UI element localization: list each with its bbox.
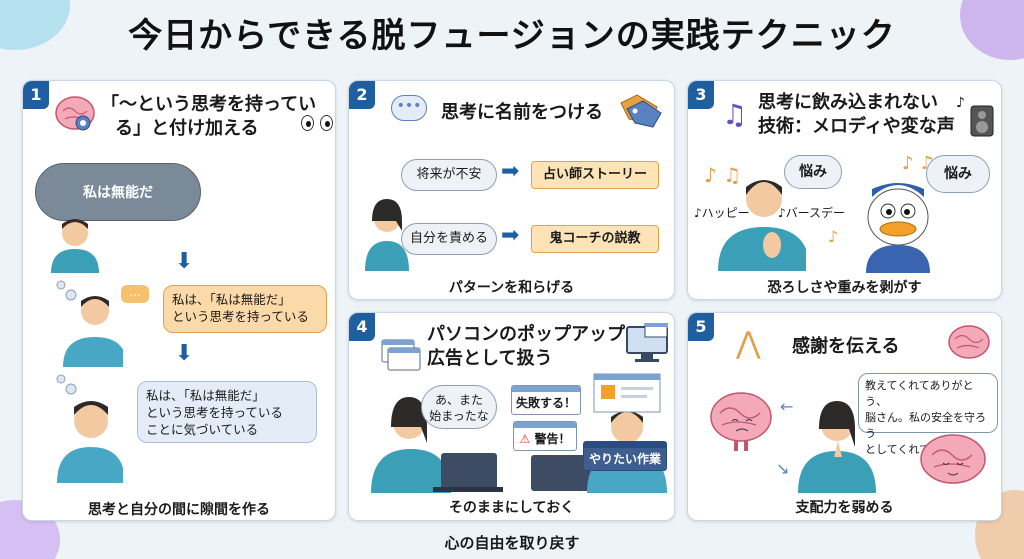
card-caption: パターンを和らげる <box>448 280 575 296</box>
bubble-text: 脳さん。私の安全を守ろう <box>865 411 986 440</box>
card-caption: 思考と自分の間に隙間を作る <box>88 502 270 518</box>
card-number: 5 <box>688 313 714 341</box>
right-arrow: ➡ <box>501 223 520 248</box>
cycle-arrow: ← <box>780 397 794 416</box>
window-icon <box>381 339 421 371</box>
person-illustration <box>718 180 806 271</box>
person-illustration <box>365 199 409 271</box>
speech-bubble-icon: … <box>121 285 149 303</box>
speaker-icon <box>970 105 994 137</box>
label-tag: 鬼コーチの説教 <box>531 225 659 253</box>
music-note-icon: ♪ <box>956 95 965 111</box>
card-1: 1 「〜という思考を持ってい る」と付け加える 私は無能だ ⬇ … 私は、「私は… <box>22 80 336 521</box>
card-number: 1 <box>23 81 49 109</box>
card-5: 5 ⋀ 感謝を伝える ← ↘ 教えてくれてありがとう、 脳さん。私の安全を守ろう… <box>687 312 1002 521</box>
thought-cloud: 悩み <box>784 155 842 189</box>
music-note-icon: ♪ <box>828 227 839 246</box>
speech-bubble-icon: ••• <box>391 95 427 121</box>
card-title-line1: 「〜という思考を持ってい <box>101 94 317 115</box>
person-illustration <box>56 280 123 367</box>
song-lyric: ♪ハッピー <box>694 206 750 220</box>
card-3: 3 ♫ 思考に飲み込まれない 技術：メロディや変な声 ♪ ♪ ♫ 悩み ♪ハッピ… <box>687 80 1002 300</box>
brain-illustration <box>920 434 986 484</box>
card-title-line1: 思考に飲み込まれない <box>758 92 938 113</box>
down-arrow: ⬇ <box>175 341 194 366</box>
thought-text: あ、また <box>434 393 483 407</box>
page-footer: 心の自由を取り戻す <box>444 534 580 552</box>
card-title-line1: パソコンのポップアップ <box>427 324 625 345</box>
card-title-line2: 広告として扱う <box>427 348 553 369</box>
person-praying-illustration <box>798 401 876 493</box>
brain-illustration <box>710 392 772 451</box>
bubble-text: という思考を持っている <box>172 309 309 324</box>
card-title-line2: る」と付け加える <box>115 118 259 139</box>
card-2: 2 ••• 思考に名前をつける 将来が不安 ➡ 占い師ストーリー 自分を責める … <box>348 80 675 300</box>
thought-cloud: 将来が不安 <box>401 159 497 191</box>
label-tag: 占い師ストーリー <box>531 161 659 189</box>
card-number: 2 <box>349 81 375 109</box>
card-4: 4 パソコンのポップアップ 広告として扱う あ、また 始まったな 失敗する！ ⚠… <box>348 312 675 521</box>
popup-text: 警告！ <box>534 432 571 446</box>
song-lyric: ♪バースデー <box>778 206 846 220</box>
speech-bubble: 教えてくれてありがとう、 脳さん。私の安全を守ろう としてくれてるんだね <box>858 373 998 456</box>
thought-bubble: 私は、「私は無能だ」 という思考を持っている ことに気づいている <box>137 381 317 443</box>
cartoon-duck-illustration <box>866 183 945 273</box>
page-title: 今日からできる脱フュージョンの実践テクニック <box>128 16 896 56</box>
card-caption: 支配力を弱める <box>795 500 894 516</box>
popup-text: 失敗する！ <box>515 396 576 410</box>
bubble-text: 教えてくれてありがとう、 <box>865 379 974 408</box>
thought-cloud: 私は無能だ <box>35 163 201 221</box>
card-title: 思考に名前をつける <box>441 102 603 123</box>
bubble-text: 私は、「私は無能だ」 <box>172 292 291 307</box>
cycle-arrow: ↘ <box>776 459 790 478</box>
thought-cloud: 悩み <box>926 155 990 193</box>
card-title-line2: 技術：メロディや変な声 <box>758 116 955 137</box>
person-illustration <box>56 374 123 483</box>
popup-text: やりたい作業 <box>588 452 661 466</box>
bubble-text: ことに気づいている <box>146 422 259 437</box>
bubble-text: という思考を持っている <box>146 405 283 420</box>
monitor-icon <box>626 323 668 362</box>
thought-cloud: あ、また 始まったな <box>421 385 497 429</box>
thought-cloud: 自分を責める <box>401 223 497 255</box>
card-title: 感謝を伝える <box>792 336 900 357</box>
person-illustration <box>51 219 99 273</box>
popup-window-decor <box>593 373 661 413</box>
music-note-icon: ♪ ♫ <box>704 163 742 187</box>
card-caption: そのままにしておく <box>448 500 575 516</box>
popup-ad[interactable]: やりたい作業 <box>583 441 667 471</box>
bubble-text: 私は、「私は無能だ」 <box>146 388 265 403</box>
thought-text: 始まったな <box>429 409 489 423</box>
brain-icon <box>55 96 95 131</box>
person-at-laptop-illustration <box>371 397 503 493</box>
thought-bubble: 私は、「私は無能だ」 という思考を持っている <box>163 285 327 333</box>
card-caption: 恐ろしさや重みを剥がす <box>767 280 922 296</box>
popup-ad[interactable]: 失敗する！ <box>511 385 581 415</box>
praying-hands-icon: ⋀ <box>736 326 761 361</box>
price-tag-icon <box>620 94 662 128</box>
brain-icon <box>948 325 990 359</box>
music-note-icon: ♫ <box>722 98 748 131</box>
right-arrow: ➡ <box>501 159 520 184</box>
popup-ad[interactable]: ⚠ 警告！ <box>513 421 577 451</box>
warning-icon: ⚠ <box>519 432 531 446</box>
card-number: 3 <box>688 81 714 109</box>
card-number: 4 <box>349 313 375 341</box>
eyes-icon <box>301 115 333 136</box>
down-arrow: ⬇ <box>175 249 194 274</box>
